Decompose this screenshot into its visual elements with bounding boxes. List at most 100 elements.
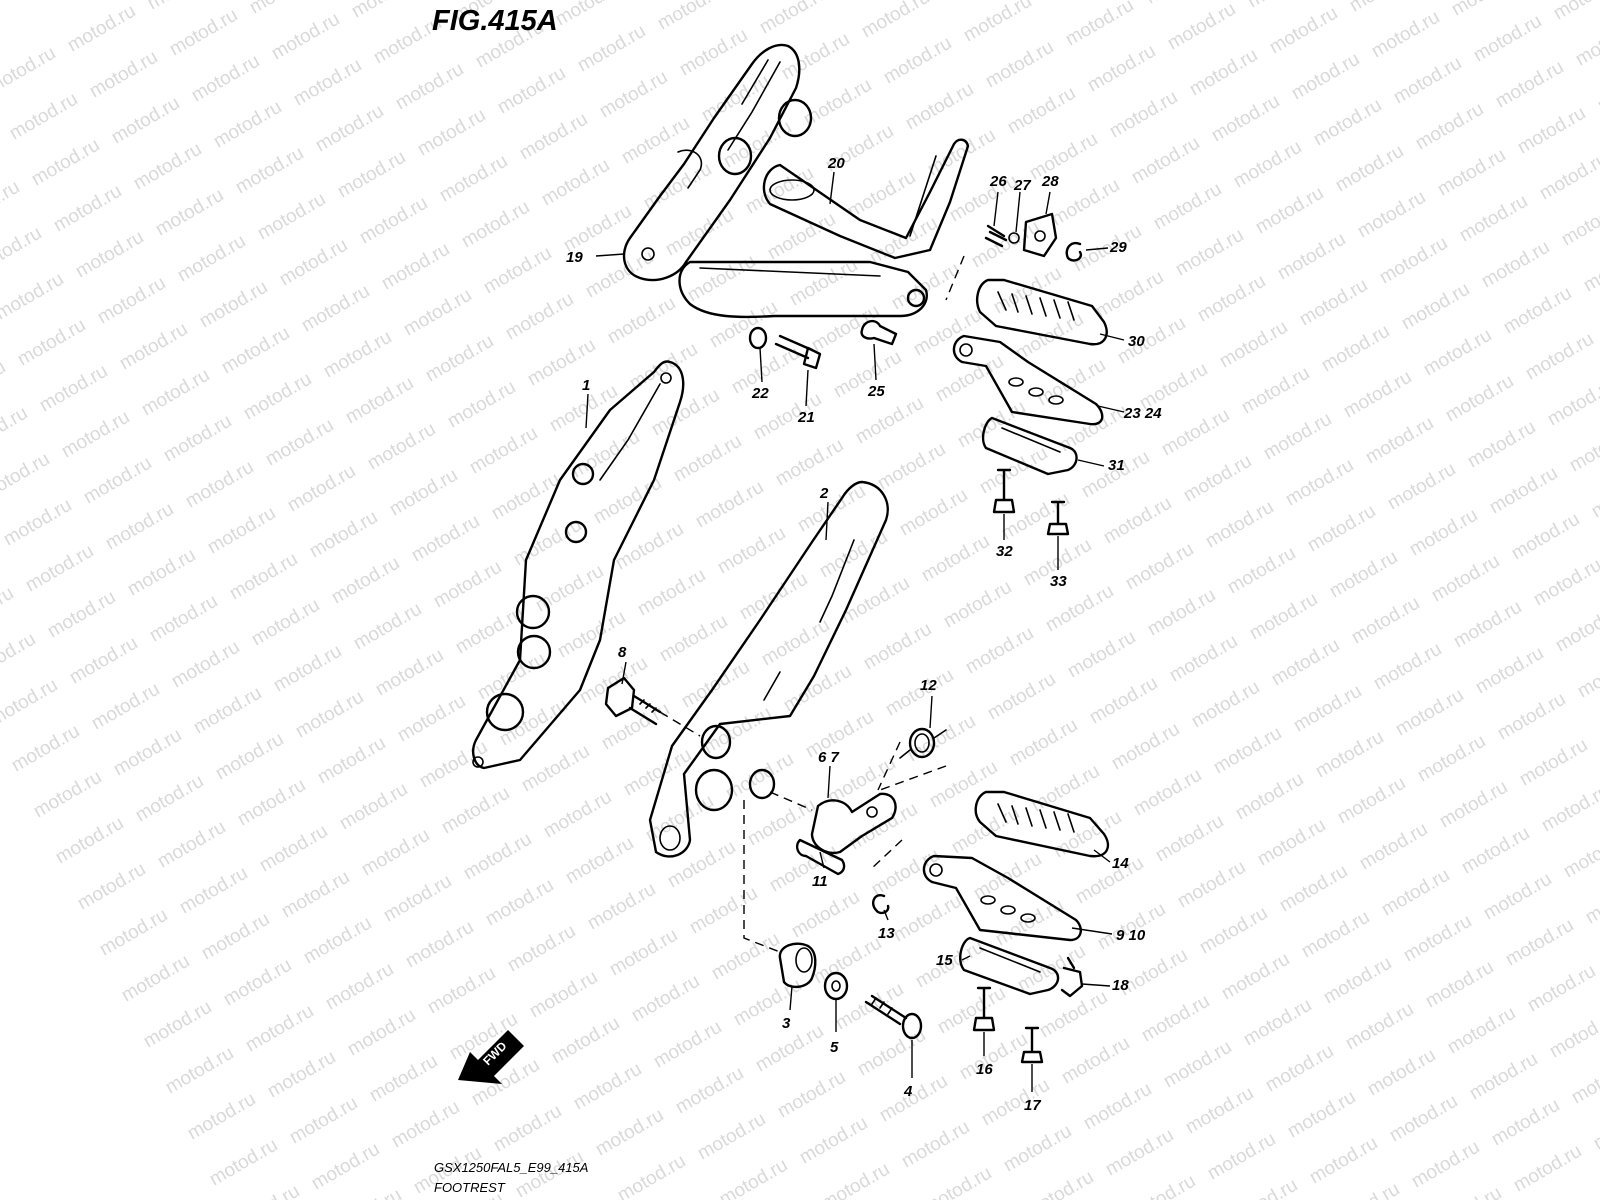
watermark-text: motod.ru <box>1448 0 1523 20</box>
model-code: GSX1250FAL5_E99_415A <box>434 1160 588 1175</box>
watermark-text: motod.ru <box>794 481 869 537</box>
watermark-text: motod.ru <box>1566 421 1600 477</box>
watermark-text: motod.ru <box>1040 0 1115 4</box>
watermark-text: motod.ru <box>788 887 863 943</box>
watermark-text: motod.ru <box>220 955 295 1011</box>
watermark-text: motod.ru <box>1000 1121 1075 1177</box>
watermark-text: motod.ru <box>1152 811 1227 867</box>
watermark-text: motod.ru <box>910 305 985 361</box>
watermark-text: motod.ru <box>1124 1171 1199 1200</box>
watermark-text: motod.ru <box>962 623 1037 679</box>
watermark-text: motod.ru <box>1036 987 1111 1043</box>
watermark-text: motod.ru <box>320 327 395 383</box>
watermark-text: motod.ru <box>1026 129 1101 185</box>
watermark-text: motod.ru <box>1508 509 1583 565</box>
watermark-text: motod.ru <box>1436 777 1511 833</box>
watermark-text: motod.ru <box>210 97 285 153</box>
watermark-text: motod.ru <box>844 167 919 223</box>
watermark-text: motod.ru <box>640 159 715 215</box>
watermark-text: motod.ru <box>278 867 353 923</box>
callout-12: 12 <box>920 677 937 694</box>
part-22-washer <box>748 326 768 350</box>
watermark-text: motod.ru <box>388 1097 463 1153</box>
watermark-text: motod.ru <box>1450 597 1525 653</box>
watermark-text: motod.ru <box>1262 1041 1337 1097</box>
watermark-text: motod.ru <box>802 707 877 763</box>
watermark-text: motod.ru <box>648 385 723 441</box>
watermark-text: motod.ru <box>0 223 45 279</box>
watermark-text: motod.ru <box>284 461 359 517</box>
watermark-text: motod.ru <box>774 1067 849 1123</box>
part-31-rear-plate <box>981 416 1078 476</box>
callout-23-24: 23 24 <box>1123 405 1162 422</box>
watermark-text: motod.ru <box>540 787 615 843</box>
watermark-text: motod.ru <box>198 909 273 965</box>
watermark-text: motod.ru <box>268 9 343 65</box>
watermark-text: motod.ru <box>796 1113 871 1169</box>
watermark-text: motod.ru <box>662 205 737 261</box>
watermark-text: motod.ru <box>1172 225 1247 281</box>
watermark-text: motod.ru <box>344 1005 419 1061</box>
watermark-text: motod.ru <box>1516 735 1591 791</box>
callout-labels: 19 20 1 2 8 6 7 12 11 13 14 9 10 15 18 3… <box>566 155 1162 1114</box>
watermark-text: motod.ru <box>168 637 243 693</box>
part-28-plate <box>1022 212 1058 258</box>
watermark-text: motod.ru <box>1444 1003 1519 1059</box>
watermark-text: motod.ru <box>330 1185 405 1200</box>
callout-30: 30 <box>1128 333 1145 350</box>
watermark-text: motod.ru <box>1480 869 1555 925</box>
callout-6-7: 6 7 <box>818 749 840 766</box>
watermark-text: motod.ru <box>366 1051 441 1107</box>
watermark-text: motod.ru <box>1502 915 1577 971</box>
watermark-text: motod.ru <box>94 273 169 329</box>
watermark-text: motod.ru <box>342 373 417 429</box>
watermark-text: motod.ru <box>1180 451 1255 507</box>
watermark-text: motod.ru <box>436 151 511 207</box>
watermark-text: motod.ru <box>692 477 767 533</box>
watermark-text: motod.ru <box>698 71 773 127</box>
watermark-text: motod.ru <box>190 683 265 739</box>
watermark-text: motod.ru <box>990 263 1065 319</box>
callout-31: 31 <box>1108 457 1125 474</box>
watermark-text: motod.ru <box>684 251 759 307</box>
watermark-text: motod.ru <box>1466 1049 1541 1105</box>
watermark-text: motod.ru <box>1492 57 1567 113</box>
watermark-text: motod.ru <box>1004 83 1079 139</box>
watermark-text: motod.ru <box>706 297 781 353</box>
watermark-text: motod.ru <box>832 979 907 1035</box>
watermark-text: motod.ru <box>670 431 745 487</box>
watermark-text: motod.ru <box>358 825 433 881</box>
watermark-text: motod.ru <box>1514 103 1589 159</box>
watermark-text: motod.ru <box>756 0 831 38</box>
watermark-text: motod.ru <box>650 1017 725 1073</box>
watermark-text: motod.ru <box>240 369 315 425</box>
watermark-text: motod.ru <box>1486 463 1561 519</box>
watermark-text: motod.ru <box>430 557 505 613</box>
watermark-text: motod.ru <box>1164 0 1239 54</box>
watermark-text: motod.ru <box>1386 1091 1461 1147</box>
watermark-text: motod.ru <box>1306 1133 1381 1189</box>
watermark-text: motod.ru <box>1310 95 1385 151</box>
watermark-text: motod.ru <box>1536 149 1600 205</box>
watermark-text: motod.ru <box>144 0 219 14</box>
watermark-text: motod.ru <box>348 0 423 22</box>
watermark-text: motod.ru <box>28 135 103 191</box>
watermark-text: motod.ru <box>378 239 453 295</box>
callout-25: 25 <box>867 383 885 400</box>
watermark-text: motod.ru <box>44 587 119 643</box>
watermark-text: motod.ru <box>1356 819 1431 875</box>
watermark-text: motod.ru <box>1166 631 1241 687</box>
watermark-text: motod.ru <box>246 0 321 18</box>
watermark-text: motod.ru <box>1340 367 1415 423</box>
watermark-text: motod.ru <box>1422 957 1497 1013</box>
watermark-text: motod.ru <box>1194 271 1269 327</box>
watermark-text: motod.ru <box>234 775 309 831</box>
watermark-text: motod.ru <box>212 729 287 785</box>
watermark-text: motod.ru <box>1364 1045 1439 1101</box>
watermark-text: motod.ru <box>538 155 613 211</box>
watermark-text: motod.ru <box>932 351 1007 407</box>
watermark-text: motod.ru <box>1574 647 1600 703</box>
watermark-text: motod.ru <box>1290 681 1365 737</box>
watermark-text: motod.ru <box>1274 229 1349 285</box>
watermark-text: motod.ru <box>1430 1183 1505 1200</box>
